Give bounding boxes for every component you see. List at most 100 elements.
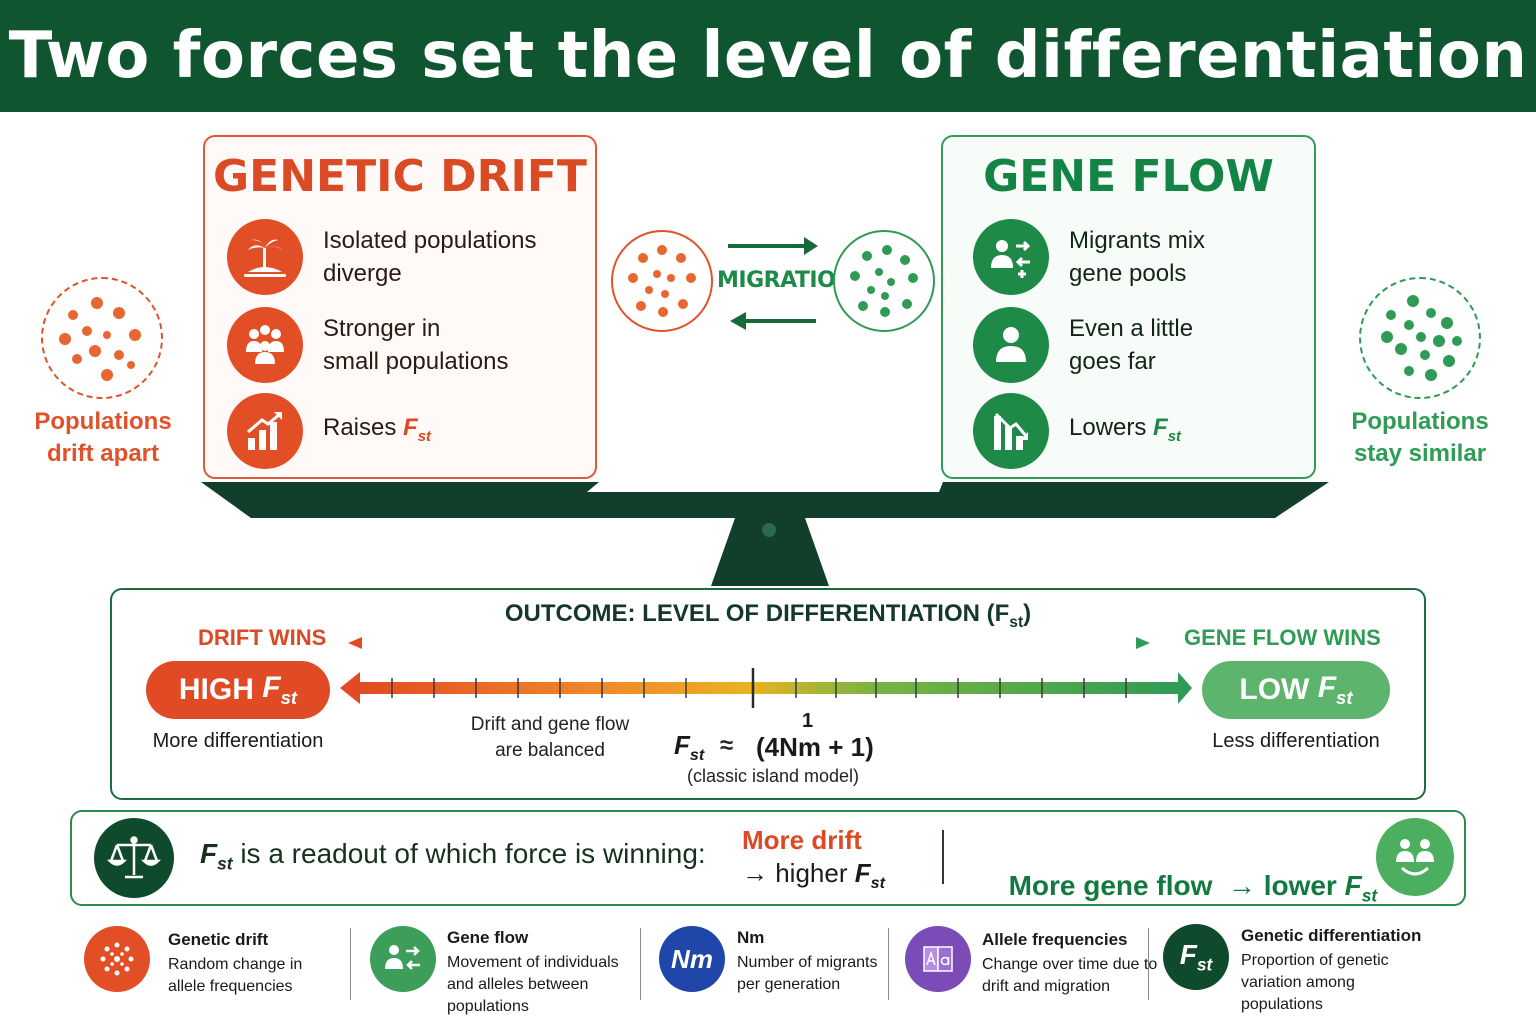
legend-nm: Nm — [659, 926, 725, 992]
legend-genetic-differentiation-desc3: populations — [1241, 996, 1323, 1013]
clustered-dots-icon — [1381, 295, 1462, 381]
formula-numerator: 1 — [802, 710, 814, 732]
legend-genetic-differentiation-desc2: variation among — [1241, 974, 1355, 991]
more-gene-flow-label: More gene flow → lower — [1008, 870, 1337, 901]
fst-symbol: Fst — [1179, 938, 1213, 975]
fst-symbol: Fst — [1153, 413, 1181, 445]
legend-divider — [640, 928, 641, 1000]
island-icon — [227, 219, 303, 295]
scales-icon — [94, 818, 174, 898]
migration-arrows — [728, 237, 818, 330]
drift-item-small-pop-line1: Stronger in — [323, 315, 441, 342]
gene-flow-card: GENE FLOW Migrants mix gene pools Even a… — [941, 135, 1316, 479]
readout-divider — [942, 830, 944, 884]
legend-genetic-differentiation-desc1: Proportion of genetic — [1241, 952, 1389, 969]
readout-main-label: is a readout of which force is winning: — [240, 838, 706, 869]
legend-allele-frequencies-desc2: drift and migration — [982, 978, 1111, 995]
legend-allele-frequencies — [905, 926, 971, 992]
balance-seesaw — [201, 482, 1329, 586]
high-fst-desc: More differentiation — [152, 730, 324, 752]
gene-flow-transfer-icon — [370, 926, 436, 992]
drift-population-circle — [611, 230, 713, 332]
legend-genetic-drift-desc1: Random change in — [168, 956, 303, 973]
fst-symbol: Fst — [1317, 671, 1353, 708]
raises-label: Raises — [323, 413, 397, 441]
stay-similar-population-circle — [1359, 277, 1481, 399]
legend-genetic-drift-text: Genetic drift Random change in allele fr… — [168, 930, 302, 998]
legend-genetic-drift-title: Genetic drift — [168, 930, 269, 949]
drift-apart-population-circle — [41, 277, 163, 399]
green-dots-icon — [850, 245, 918, 317]
fst-symbol: Fst — [403, 413, 431, 445]
allele-frequency-icon — [905, 926, 971, 992]
legend-divider — [1148, 928, 1149, 1000]
stay-similar-label-line2: stay similar — [1353, 440, 1487, 467]
drift-item-raises-fst: Raises Fst — [227, 393, 573, 469]
flow-item-little-line1: Even a little — [1069, 315, 1194, 342]
legend-gene-flow-text: Gene flow Movement of individuals and al… — [447, 928, 619, 1018]
flow-item-migrants-text: Migrants mix gene pools — [1069, 224, 1319, 290]
drift-apart-label-line1: Populations — [34, 408, 172, 435]
gene-flow-title: GENE FLOW — [983, 151, 1274, 202]
legend-gene-flow — [370, 926, 436, 992]
legend-allele-frequencies-text: Allele frequencies Change over time due … — [982, 930, 1157, 998]
legend-gene-flow-title: Gene flow — [447, 928, 529, 947]
flow-item-lowers-fst-text: Lowers Fst — [1069, 409, 1319, 454]
drift-item-small-pop-line2: small populations — [323, 348, 509, 375]
happy-people-icon — [1376, 818, 1454, 896]
readout-bar — [70, 810, 1466, 906]
low-label: LOW — [1239, 673, 1310, 706]
stay-similar-label: Populations stay similar — [1340, 406, 1500, 470]
bar-chart-down-icon — [973, 393, 1049, 469]
bar-chart-up-icon — [227, 393, 303, 469]
readout-main-text: Fst is a readout of which force is winni… — [200, 838, 706, 875]
island-model-formula: 1 Fst ≈ (4Nm + 1) — [672, 710, 892, 766]
fst-icon: Fst — [1163, 924, 1229, 990]
more-drift-text: More drift → higher Fst — [742, 824, 885, 900]
legend-genetic-drift-desc2: allele frequencies — [168, 978, 293, 995]
high-label: HIGH — [178, 673, 254, 706]
drift-item-raises-fst-text: Raises Fst — [323, 409, 573, 454]
legend-allele-frequencies-desc1: Change over time due to — [982, 956, 1158, 973]
legend-gene-flow-desc2: and alleles between — [447, 976, 589, 993]
differentiation-scale — [340, 637, 1192, 708]
migration-label: MIGRATION — [717, 268, 854, 293]
legend-genetic-differentiation-title: Genetic differentiation — [1241, 926, 1422, 945]
flow-item-little: Even a little goes far — [973, 307, 1319, 383]
drift-item-small-pop: Stronger in small populations — [227, 307, 573, 383]
drift-item-isolated-line2: diverge — [323, 260, 402, 287]
legend-genetic-differentiation: Fst — [1163, 924, 1229, 990]
lowers-label: Lowers — [1069, 413, 1147, 441]
group-icon — [227, 307, 303, 383]
legend-genetic-drift — [84, 926, 150, 992]
drift-item-isolated-line1: Isolated populations — [323, 227, 537, 254]
nm-icon: Nm — [659, 926, 725, 992]
legend-nm-desc1: Number of migrants — [737, 954, 878, 971]
fst-symbol: Fst — [200, 838, 233, 874]
stay-similar-label-line1: Populations — [1351, 408, 1489, 435]
orange-dots-icon — [628, 245, 696, 317]
gene-flow-wins-label: GENE FLOW WINS — [1184, 625, 1381, 650]
balanced-line2: are balanced — [495, 740, 605, 761]
flow-population-circle — [833, 230, 935, 332]
person-icon — [973, 307, 1049, 383]
migrant-transfer-icon — [973, 219, 1049, 295]
legend-divider — [888, 928, 889, 1000]
legend-genetic-differentiation-text: Genetic differentiation Proportion of ge… — [1241, 926, 1421, 1016]
genetic-drift-title: GENETIC DRIFT — [213, 151, 587, 202]
legend-nm-text: Nm Number of migrants per generation — [737, 928, 878, 996]
flow-item-little-line2: goes far — [1069, 348, 1156, 375]
fst-symbol: Fst — [854, 858, 885, 893]
high-fst-pill: HIGH Fst — [146, 661, 330, 719]
more-drift-line1: More drift — [742, 825, 862, 855]
flow-item-little-text: Even a little goes far — [1069, 312, 1319, 378]
balanced-text: Drift and gene flow are balanced — [460, 712, 640, 764]
outcome-title: OUTCOME: LEVEL OF DIFFERENTIATION (Fst) — [504, 600, 1032, 631]
drift-item-isolated-text: Isolated populations diverge — [323, 224, 573, 290]
drift-item-small-pop-text: Stronger in small populations — [323, 312, 573, 378]
fst-symbol: Fst — [674, 730, 705, 765]
fst-symbol: Fst — [1344, 870, 1378, 906]
legend-divider — [350, 928, 351, 1000]
more-drift-line2: → higher Fst — [742, 858, 885, 893]
formula-approx: ≈ — [720, 732, 734, 759]
